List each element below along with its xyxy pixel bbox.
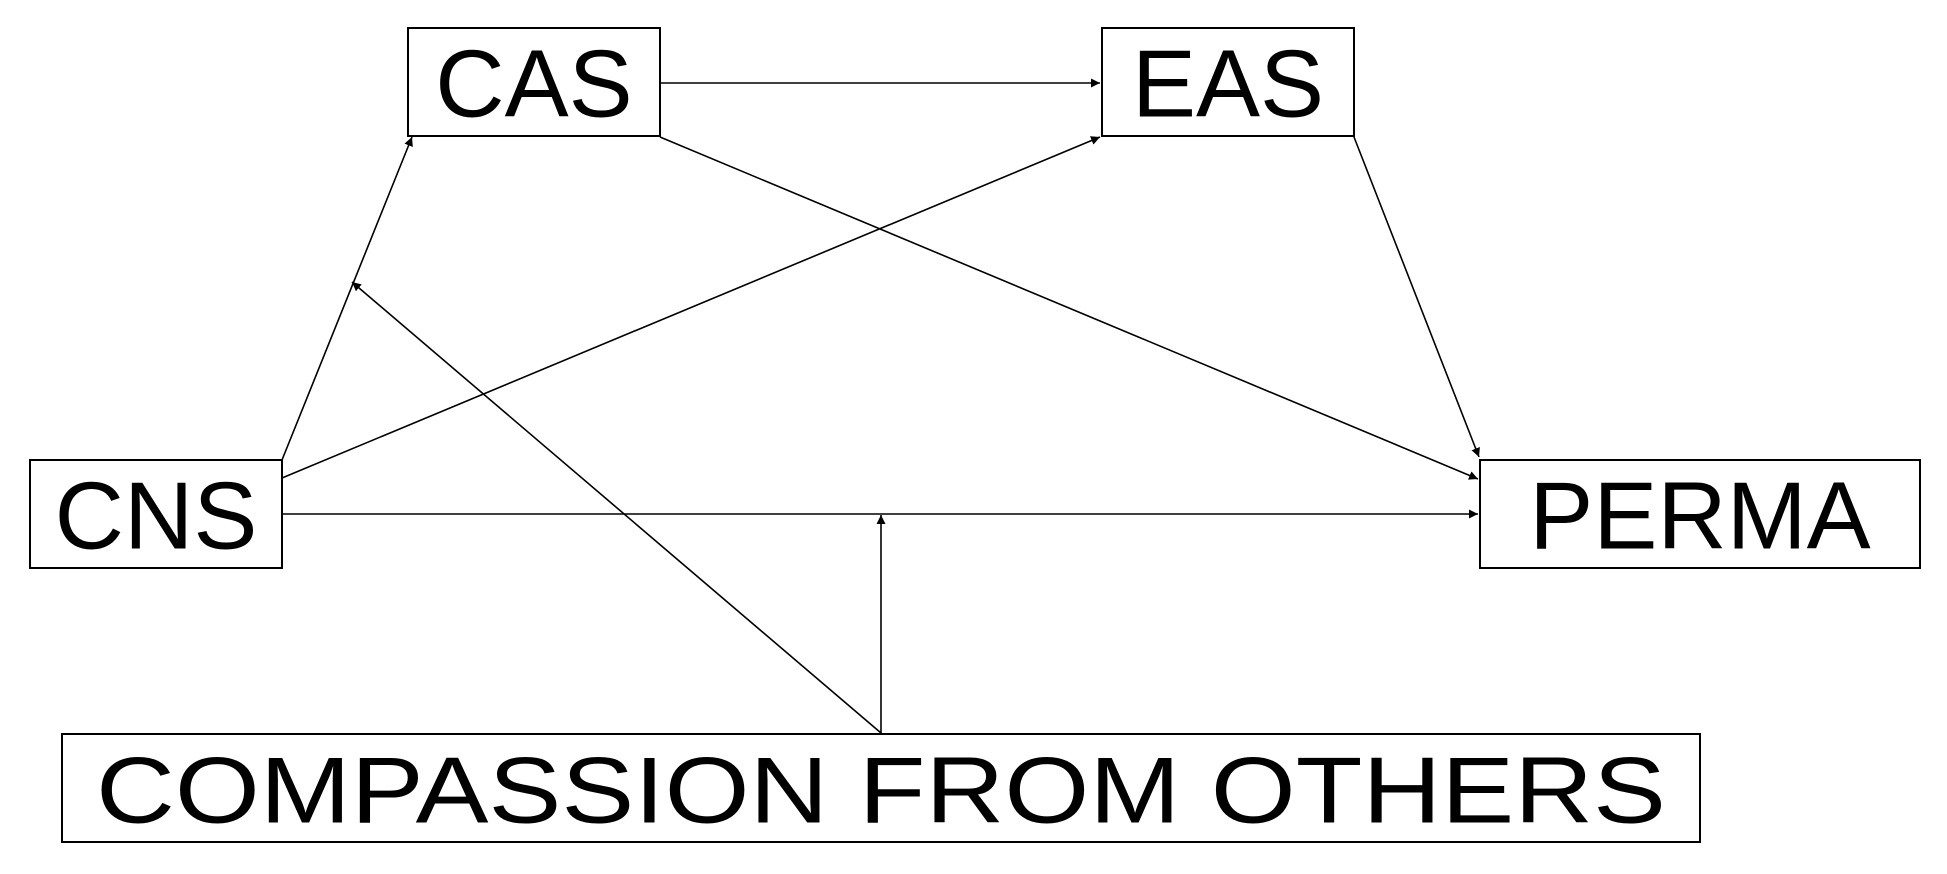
node-compassion: COMPASSION FROM OTHERS — [61, 733, 1701, 843]
node-eas: EAS — [1101, 27, 1355, 138]
node-cas-label: CAS — [435, 31, 632, 138]
node-perma-box — [1479, 459, 1921, 569]
node-cas: CAS — [407, 27, 661, 138]
node-cns-box — [29, 459, 283, 569]
node-perma-label: PERMA — [1529, 463, 1870, 570]
node-compassion-label: COMPASSION FROM OTHERS — [96, 738, 1666, 843]
node-perma: PERMA — [1479, 459, 1921, 570]
node-compassion-box — [61, 733, 1701, 843]
node-eas-box — [1101, 27, 1355, 137]
node-cns: CNS — [29, 459, 283, 570]
node-cns-label: CNS — [55, 463, 258, 570]
node-eas-label: EAS — [1132, 31, 1324, 138]
edge-cns-to-eas — [281, 136, 1101, 479]
node-cas-box — [407, 27, 661, 137]
edge-cns-to-cas — [281, 136, 413, 461]
edges — [281, 78, 1480, 734]
edge-compassion-moderates-cns-cas — [351, 281, 882, 734]
edge-eas-to-perma — [1353, 136, 1480, 458]
edge-cas-to-perma — [659, 136, 1479, 480]
